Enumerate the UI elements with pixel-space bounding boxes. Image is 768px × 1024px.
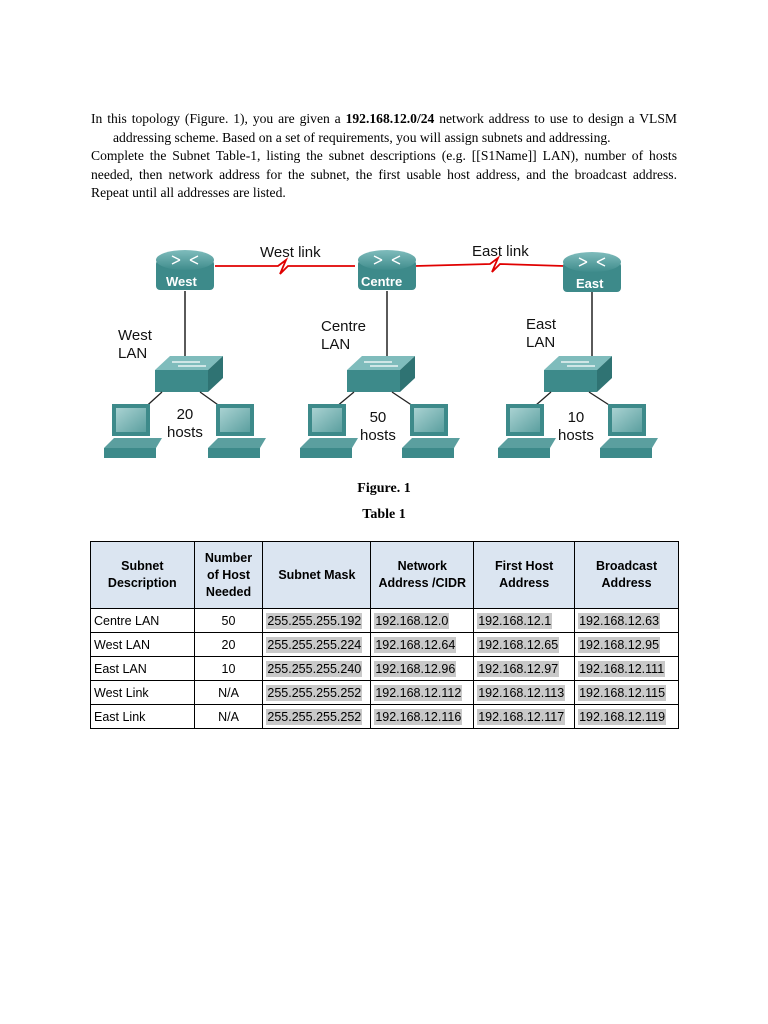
network-value: 192.168.12.116 — [374, 708, 463, 725]
east-switch-icon — [544, 356, 612, 392]
cell-first-host: 192.168.12.117 — [473, 704, 576, 729]
west-switch-icon — [155, 356, 223, 392]
subnet-table: Subnet Description Number of Host Needed… — [90, 541, 679, 729]
header-network-address: Network Address /CIDR — [370, 541, 475, 609]
network-value: 192.168.12.64 — [374, 636, 457, 653]
cell-mask: 255.255.255.224 — [262, 632, 372, 657]
cell-mask: 255.255.255.252 — [262, 680, 372, 705]
centre-lan-label: Centre LAN — [321, 318, 367, 353]
centre-pc-1-icon — [300, 404, 358, 458]
centre-pc-2-icon — [402, 404, 460, 458]
mask-value: 255.255.255.224 — [266, 636, 363, 653]
west-link-label: West link — [260, 244, 321, 261]
first-host-value: 192.168.12.117 — [477, 708, 566, 725]
mask-value: 255.255.255.240 — [266, 660, 363, 677]
centre-hosts-label: 50 hosts — [360, 409, 396, 444]
cell-broadcast: 192.168.12.119 — [574, 704, 679, 729]
west-router-icon — [156, 250, 214, 290]
network-value: 192.168.12.112 — [374, 684, 463, 701]
intro-p1-start: In this topology (Figure. 1), you are gi… — [91, 111, 346, 126]
broadcast-value: 192.168.12.111 — [578, 660, 666, 677]
cell-mask: 255.255.255.192 — [262, 608, 372, 633]
cell-first-host: 192.168.12.1 — [473, 608, 576, 633]
cell-mask: 255.255.255.252 — [262, 704, 372, 729]
cell-network: 192.168.12.0 — [370, 608, 475, 633]
first-host-value: 192.168.12.113 — [477, 684, 566, 701]
cell-description: Centre LAN — [90, 608, 195, 633]
cell-network: 192.168.12.64 — [370, 632, 475, 657]
cell-hosts: 50 — [193, 608, 264, 633]
intro-p1-end: network address to use to design a VLSM … — [113, 111, 677, 145]
east-pc-1-icon — [498, 404, 556, 458]
cell-network: 192.168.12.116 — [370, 704, 475, 729]
east-link-label: East link — [472, 243, 529, 260]
table-row: East LAN 10 255.255.255.240 192.168.12.9… — [90, 656, 679, 681]
cell-hosts: 10 — [193, 656, 264, 681]
cell-mask: 255.255.255.240 — [262, 656, 372, 681]
cell-description: East Link — [90, 704, 195, 729]
west-hosts-label: 20 hosts — [167, 406, 203, 441]
header-first-host: First Host Address — [473, 541, 576, 609]
cell-hosts: N/A — [193, 704, 264, 729]
centre-switch-icon — [347, 356, 415, 392]
east-lan-label: East LAN — [526, 316, 557, 351]
cell-first-host: 192.168.12.113 — [473, 680, 576, 705]
cell-hosts: 20 — [193, 632, 264, 657]
intro-text: In this topology (Figure. 1), you are gi… — [91, 110, 677, 203]
cell-broadcast: 192.168.12.111 — [574, 656, 679, 681]
table-header-row: Subnet Description Number of Host Needed… — [90, 541, 679, 609]
east-router-icon — [563, 252, 621, 292]
west-pc-1-icon — [104, 404, 162, 458]
cell-broadcast: 192.168.12.115 — [574, 680, 679, 705]
centre-router-icon — [358, 250, 416, 290]
broadcast-value: 192.168.12.115 — [578, 684, 667, 701]
cell-description: East LAN — [90, 656, 195, 681]
cell-broadcast: 192.168.12.63 — [574, 608, 679, 633]
east-pc-2-icon — [600, 404, 658, 458]
header-subnet-description: Subnet Description — [90, 541, 195, 609]
east-link-line — [414, 255, 565, 273]
west-router-label: West — [166, 274, 197, 289]
east-router-label: East — [576, 276, 604, 291]
table-row: West LAN 20 255.255.255.224 192.168.12.6… — [90, 632, 679, 657]
header-subnet-mask: Subnet Mask — [262, 541, 372, 609]
header-number-of-hosts: Number of Host Needed — [193, 541, 264, 609]
topology-graphics — [104, 250, 658, 458]
west-link-line — [215, 257, 355, 275]
first-host-value: 192.168.12.65 — [477, 636, 560, 653]
broadcast-value: 192.168.12.63 — [578, 612, 661, 629]
cell-first-host: 192.168.12.97 — [473, 656, 576, 681]
west-pc-2-icon — [208, 404, 266, 458]
network-topology-diagram: West Centre East West link East link Wes… — [100, 236, 670, 468]
figure-caption: Figure. 1 — [357, 481, 411, 496]
cell-first-host: 192.168.12.65 — [473, 632, 576, 657]
cell-hosts: N/A — [193, 680, 264, 705]
intro-paragraph-1: In this topology (Figure. 1), you are gi… — [91, 110, 677, 147]
header-broadcast: Broadcast Address — [574, 541, 679, 609]
table-row: West Link N/A 255.255.255.252 192.168.12… — [90, 680, 679, 705]
network-value: 192.168.12.0 — [374, 612, 450, 629]
network-value: 192.168.12.96 — [374, 660, 457, 677]
intro-paragraph-2: Complete the Subnet Table-1, listing the… — [91, 148, 677, 200]
table-caption: Table 1 — [362, 507, 406, 522]
mask-value: 255.255.255.252 — [266, 708, 363, 725]
network-address: 192.168.12.0/24 — [345, 111, 435, 126]
cell-description: West LAN — [90, 632, 195, 657]
cell-network: 192.168.12.112 — [370, 680, 475, 705]
mask-value: 255.255.255.192 — [266, 612, 363, 629]
broadcast-value: 192.168.12.95 — [578, 636, 661, 653]
centre-router-label: Centre — [361, 274, 403, 289]
west-lan-label: West LAN — [118, 327, 152, 362]
first-host-value: 192.168.12.97 — [477, 660, 560, 677]
mask-value: 255.255.255.252 — [266, 684, 363, 701]
broadcast-value: 192.168.12.119 — [578, 708, 667, 725]
table-row: Centre LAN 50 255.255.255.192 192.168.12… — [90, 608, 679, 633]
table-row: East Link N/A 255.255.255.252 192.168.12… — [90, 704, 679, 729]
cell-broadcast: 192.168.12.95 — [574, 632, 679, 657]
cell-description: West Link — [90, 680, 195, 705]
cell-network: 192.168.12.96 — [370, 656, 475, 681]
first-host-value: 192.168.12.1 — [477, 612, 553, 629]
east-hosts-label: 10 hosts — [558, 409, 594, 444]
